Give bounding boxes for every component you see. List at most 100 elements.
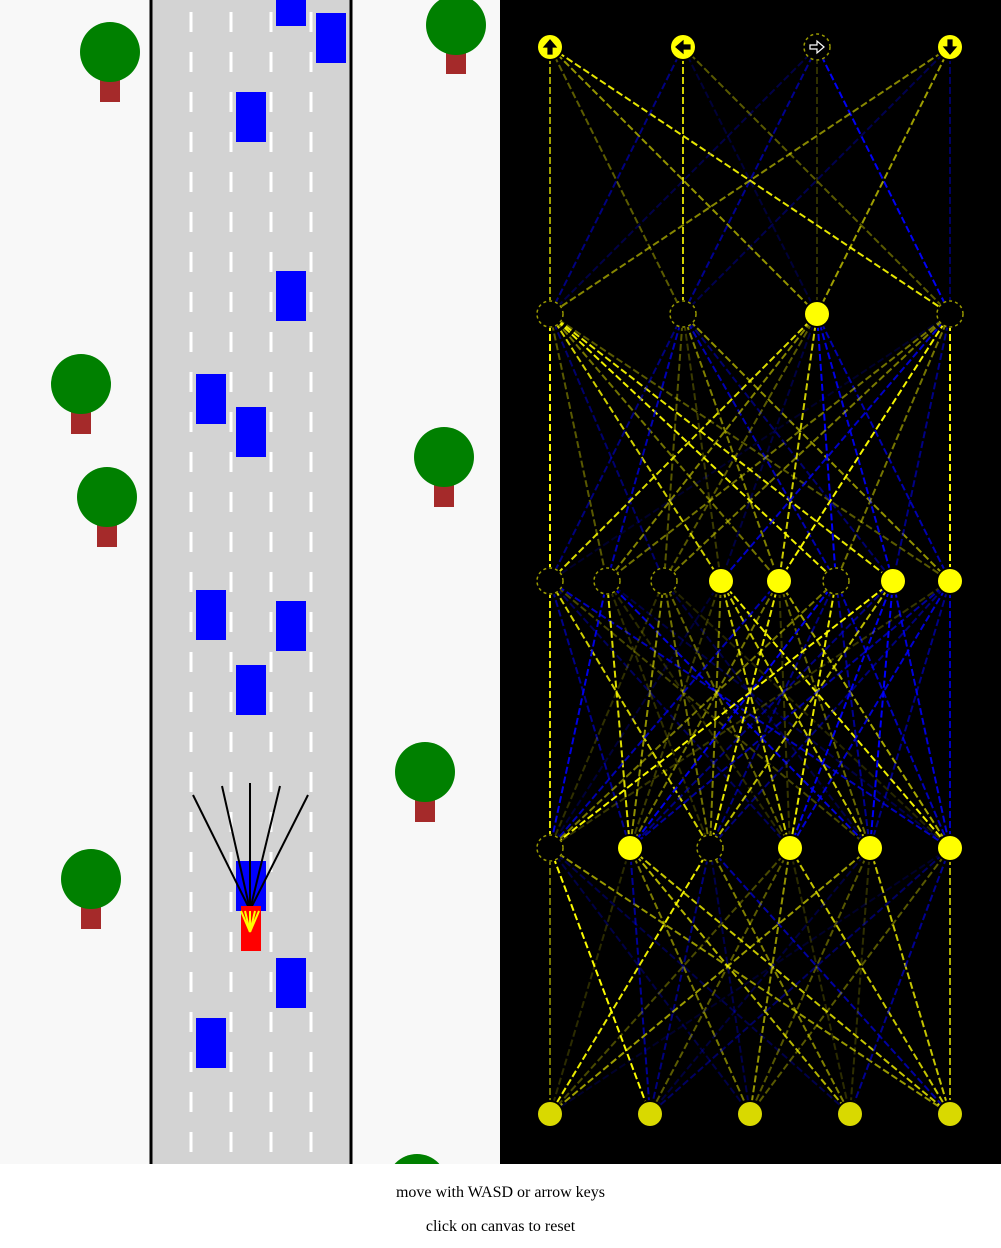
neuron-fill — [538, 836, 562, 860]
neuron-bias-ring — [536, 300, 564, 328]
hidden-neuron — [936, 300, 964, 328]
network-link — [629, 847, 951, 1115]
network-link — [549, 313, 608, 582]
network-link — [849, 847, 951, 1115]
network-link — [720, 313, 951, 582]
network-link — [789, 580, 837, 849]
input-neuron — [736, 1100, 764, 1128]
network-link — [629, 580, 951, 849]
output-neuron — [536, 33, 564, 61]
network-link — [649, 847, 951, 1115]
network-link — [606, 313, 684, 582]
network-link — [720, 580, 951, 849]
neuron-fill — [767, 569, 791, 593]
tree-canopy — [51, 354, 111, 414]
network-link — [549, 46, 951, 315]
neuron-fill — [938, 302, 962, 326]
output-neuron — [803, 33, 831, 61]
network-link — [663, 313, 684, 582]
instruction-move: move with WASD or arrow keys — [395, 1184, 605, 1201]
hidden-neuron — [707, 567, 735, 595]
network-link — [663, 580, 711, 849]
network-link — [682, 46, 951, 315]
network-link — [682, 46, 951, 315]
network-link — [749, 847, 791, 1115]
network-link — [892, 580, 951, 849]
network-link — [606, 580, 871, 849]
network-link — [816, 313, 951, 582]
network-links — [549, 46, 951, 1115]
network-link — [816, 313, 837, 582]
traffic-car — [196, 590, 226, 640]
hidden-neuron — [936, 834, 964, 862]
network-link — [849, 847, 871, 1115]
neuron-fill — [538, 302, 562, 326]
network-link — [835, 580, 871, 849]
tree-trunk — [415, 798, 435, 822]
network-link — [663, 580, 951, 849]
traffic-car — [196, 1018, 226, 1068]
neuron-bias-ring — [936, 300, 964, 328]
game-canvas[interactable] — [0, 0, 500, 1164]
down-arrow-icon — [942, 39, 958, 55]
network-link — [869, 847, 951, 1115]
tree-canopy — [61, 849, 121, 909]
network-link — [869, 580, 894, 849]
tree — [394, 1154, 440, 1164]
tree — [80, 22, 140, 102]
network-link — [549, 580, 894, 849]
network-link — [606, 580, 951, 849]
output-neuron — [669, 33, 697, 61]
neuron-fill — [618, 836, 642, 860]
network-link — [549, 847, 751, 1115]
hidden-neuron — [650, 567, 678, 595]
network-link — [663, 580, 871, 849]
network-link — [789, 580, 894, 849]
network-link — [709, 580, 837, 849]
network-link — [682, 313, 837, 582]
hidden-neuron — [536, 834, 564, 862]
neuron-fill — [824, 569, 848, 593]
tree — [426, 0, 486, 74]
network-link — [549, 313, 818, 582]
input-neuron — [836, 1100, 864, 1128]
network-link — [629, 580, 722, 849]
hidden-neuron — [669, 300, 697, 328]
hidden-neuron — [536, 300, 564, 328]
traffic-car — [236, 92, 266, 142]
network-link — [789, 847, 951, 1115]
neuron-fill — [881, 569, 905, 593]
lane-lines — [189, 12, 313, 1164]
network-link — [549, 313, 722, 582]
input-neuron — [636, 1100, 664, 1128]
neuron-fill — [698, 836, 722, 860]
network-link — [549, 313, 951, 582]
network-link — [663, 313, 951, 582]
network-link — [549, 847, 851, 1115]
network-link — [663, 580, 791, 849]
player-car — [240, 906, 261, 951]
neuron-bias-ring — [536, 834, 564, 862]
network-link — [709, 580, 780, 849]
network-link — [682, 313, 951, 582]
sensor-ray — [249, 785, 281, 911]
network-link — [649, 847, 791, 1115]
network-link — [606, 580, 791, 849]
neuron-fill — [595, 569, 619, 593]
network-link — [549, 313, 894, 582]
traffic-car — [276, 0, 306, 26]
tree — [395, 742, 455, 822]
network-link — [789, 580, 951, 849]
network-graph — [536, 33, 964, 1128]
neuron-fill — [938, 1102, 962, 1126]
network-link — [549, 313, 951, 582]
input-neuron — [936, 1100, 964, 1128]
road-scene — [0, 0, 500, 1164]
network-link — [778, 580, 791, 849]
network-link — [549, 313, 837, 582]
output-neuron — [936, 33, 964, 61]
hidden-neuron — [696, 834, 724, 862]
tree-trunk — [434, 483, 454, 507]
network-link — [606, 580, 631, 849]
neuron-bias-ring — [650, 567, 678, 595]
